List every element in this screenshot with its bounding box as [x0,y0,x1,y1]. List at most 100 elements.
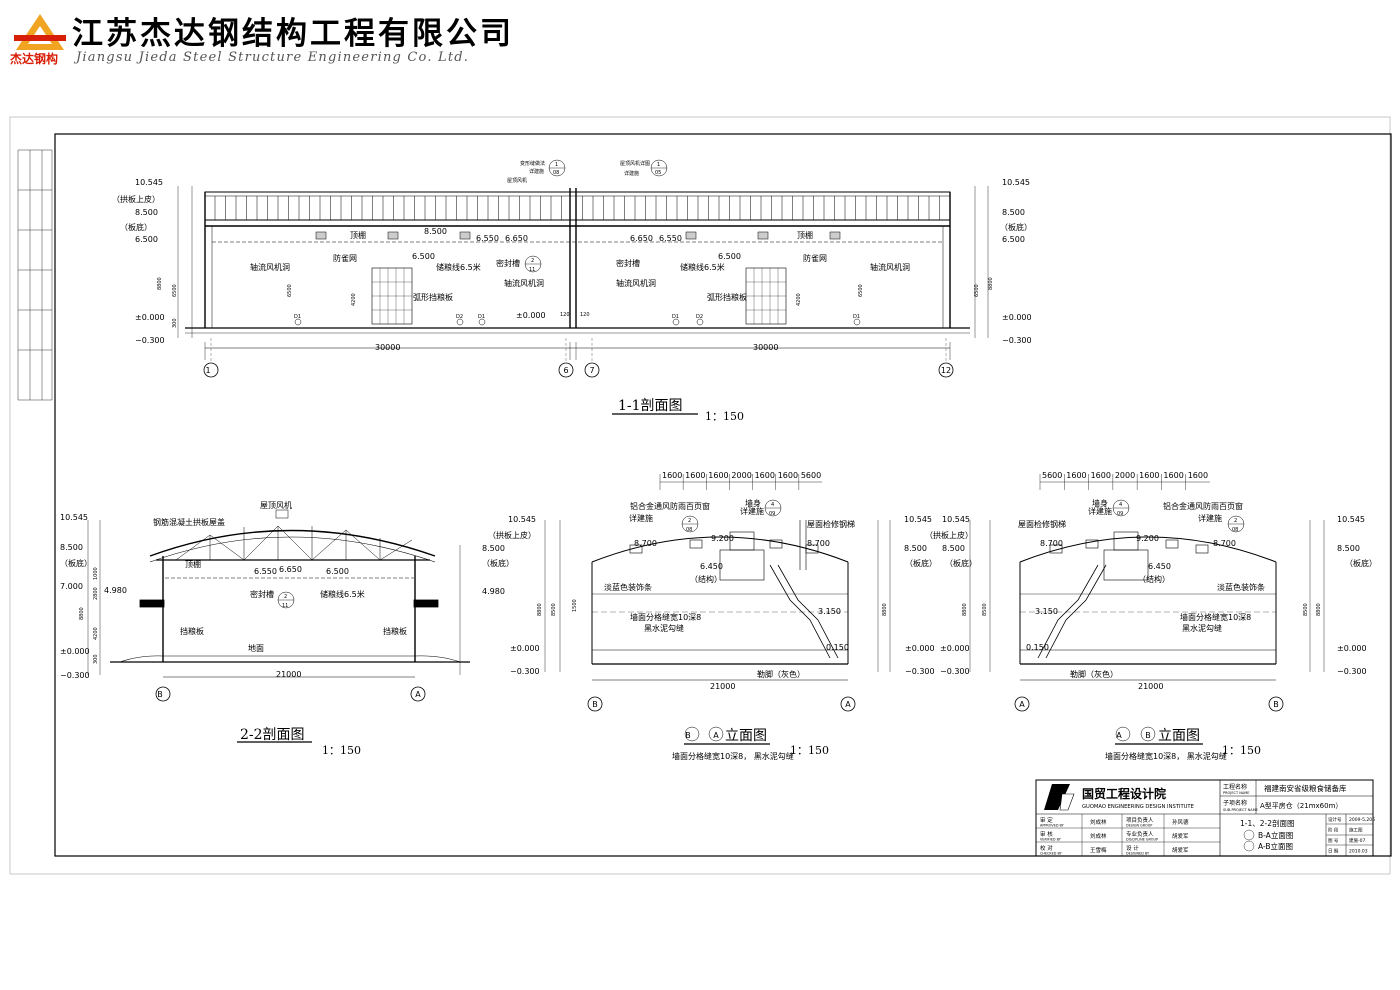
eab-lv-0150: 0.150 [1026,643,1049,652]
eab-dim-21000: 21000 [1138,682,1163,691]
s11-scale: 1：150 [705,410,744,423]
tb-person: 刘成林 [1090,818,1107,826]
eba-axis-b: B [592,700,598,709]
eba-top-dim: 1600 [778,471,798,480]
project-label: 工程名称 [1223,783,1247,791]
s11-elev-top-r: 10.545 [1002,178,1030,187]
s11-slab-bottom-l: （板底） [120,222,152,232]
s11-ref-08: 08 [553,170,559,176]
eba-title-a: A [713,731,719,740]
s11-ceiling-l: 顶棚 [350,230,366,240]
s22-ref-2: 2 [284,594,287,600]
s11-elev-85-r: 8.500 [1002,208,1025,217]
tb-meta-value: 建施-07 [1349,837,1365,844]
s22-elev-top: 10.545 [60,513,88,522]
sub-project-label: 子项名称 [1223,799,1247,807]
eab-detail-see: 详建施 [1088,506,1112,516]
tb-meta-value: 施工图 [1349,827,1363,834]
s11-dim-6500-l: 6500 [172,284,178,297]
s11-lv-0-mid: ±0.000 [516,311,546,320]
tb-role: 审 核 [1040,830,1053,838]
tb-meta-key: 日 期 [1328,849,1339,855]
tb-role: 审 定 [1040,816,1053,824]
tb-meta-key: 阶 段 [1328,827,1339,834]
eab-black-joint: 黑水泥勾缝 [1182,623,1222,633]
sub-project-label-en: SUB-PROJECT NAME [1223,808,1258,812]
s11-lv-6650-r: 6.650 [630,234,653,243]
eba-scale: 1：150 [790,744,829,757]
eab-dim-8500-r: 8500 [1303,603,1309,616]
tb-person: 刘成林 [1090,832,1107,840]
s11-fan-hole-4: 轴流风机洞 [870,262,910,272]
s11-axis-6: 6 [563,366,568,375]
eab-top-dim: 1600 [1091,471,1111,480]
eba-top-dim: 5600 [801,471,821,480]
s11-d2-b: D2 [696,314,703,320]
s22-elev-498: 4.980 [104,586,127,595]
s22-lv-6550: 6.550 [254,567,277,576]
s22-store-line: 储粮线6.5米 [320,589,365,599]
eba-elev-0-r: ±0.000 [905,644,935,653]
eab-elev-85: 8.500 [942,544,965,553]
s22-lv-6650: 6.650 [279,565,302,574]
s11-d2-a: D2 [456,314,463,320]
eba-elev-0: ±0.000 [510,644,540,653]
eba-elev-m03: −0.300 [510,667,540,676]
s11-lv-8500: 8.500 [424,227,447,236]
s11-detail-see-2: 详建施 [624,170,639,177]
s11-d1-c: D1 [672,314,679,320]
s11-deform-joint: 变形缝做法 [520,160,545,167]
frame-border [54,133,1392,857]
eab-lv-6450: 6.450 [1148,562,1171,571]
eba-top-dim: 1600 [708,471,728,480]
eab-blue-strip: 淡蓝色装饰条 [1217,582,1265,592]
eab-plinth: 勒脚（灰色） [1070,669,1118,679]
eab-detail-see-2: 详建施 [1198,513,1222,523]
eba-top-dim: 1600 [755,471,775,480]
eba-elev-top-r: 10.545 [904,515,932,524]
s22-ceiling: 顶棚 [185,559,201,569]
s22-dim-2800: 2800 [93,587,99,600]
s22-scale: 1：150 [322,744,361,757]
eab-ref-08: 08 [1232,527,1238,533]
eba-title-b: B [685,731,691,740]
tb-meta-value: 2010.03 [1349,849,1368,855]
eab-slab-bottom-r: （板底） [1345,558,1377,568]
eba-dim-1500: 1500 [572,599,578,612]
s11-d1-a: D1 [294,314,301,320]
eba-structure: （结构） [690,574,722,584]
eab-wall-joint: 墙面分格缝宽10深8 [1180,612,1251,622]
s11-dim-6500-r: 6500 [974,284,980,297]
eba-elev-85-r: 8.500 [904,544,927,553]
eab-elev-m03: −0.300 [940,667,970,676]
paper-border [9,116,1391,875]
eab-wall: 墙身 [1092,498,1108,508]
tb-role2: 专业负责人 [1126,830,1154,838]
s11-detail-see-1: 详建施 [529,168,544,175]
eab-axis-a: A [1019,700,1025,709]
eab-elev-0-r: ±0.000 [1337,644,1367,653]
tb-meta-key: 设计号 [1328,816,1342,823]
eba-louver: 铝合金通风防雨百页窗 [630,501,710,511]
s11-dim-120-r: 120 [580,312,590,318]
eab-lv-8700-l: 8.700 [1040,539,1063,548]
tb-role2-en: DESIGN GROUP [1126,824,1152,828]
eba-ref-08: 08 [686,527,692,533]
s11-dim-8800-l: 8800 [157,277,163,290]
eba-blue-strip: 淡蓝色装饰条 [604,582,652,592]
tb-person2: 胡爱军 [1172,846,1189,854]
s11-ref-11: 11 [529,267,535,273]
s11-baffle-2: 弧形挡粮板 [707,292,747,302]
s11-dim-120-l: 120 [560,312,570,318]
s11-lv-6500-r: 6.500 [718,252,741,261]
project-name: 福建南安省级粮食储备库 [1264,783,1347,793]
s11-bird-net-2: 防雀网 [803,253,827,263]
s11-lv-6550-l: 6.550 [476,234,499,243]
s11-ref-1b: 1 [657,162,660,168]
eab-scale: 1：150 [1222,744,1261,757]
company-header: 杰达钢构 江苏杰达钢结构工程有限公司 Jiangsu Jieda Steel S… [0,0,600,90]
eba-lv-8700-r: 8.700 [807,539,830,548]
logo-caption: 杰达钢构 [10,52,59,66]
